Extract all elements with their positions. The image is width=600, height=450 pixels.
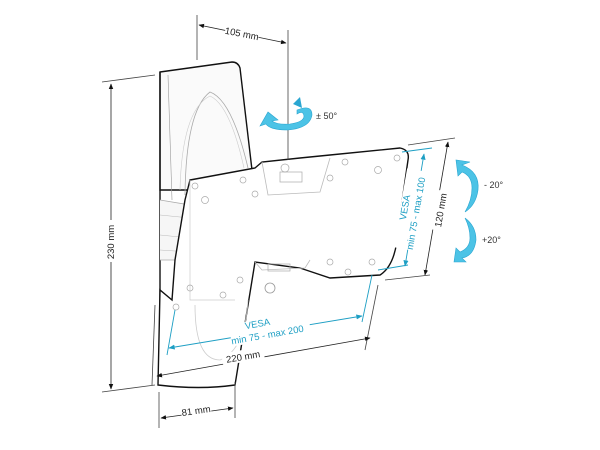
tilt-down-arrow-icon [453, 217, 477, 263]
swivel-angle-label: ± 50° [316, 111, 337, 121]
swivel-rotation-indicator: ± 50° [259, 97, 337, 131]
depth-bottom-label: 81 mm [181, 404, 211, 419]
vesa-vertical-title: VESA [398, 193, 413, 221]
dimension-height: 230 mm [101, 74, 156, 393]
height-label: 230 mm [106, 225, 117, 259]
vesa-horizontal-title: VESA [244, 317, 272, 332]
tilt-down-label: +20° [482, 235, 501, 245]
dimension-depth-bottom: 81 mm [158, 382, 236, 428]
tv-plate [157, 147, 410, 389]
depth-top-label: 105 mm [224, 26, 260, 43]
tilt-rotation-indicator: - 20° +20° [453, 159, 504, 263]
dimension-depth-top: 105 mm [196, 15, 289, 160]
tilt-up-label: - 20° [484, 180, 504, 190]
swivel-arrow-icon [259, 97, 313, 131]
vesa-vertical: VESA min 75 - max 100 [377, 147, 433, 271]
tilt-up-arrow-icon [455, 159, 479, 213]
